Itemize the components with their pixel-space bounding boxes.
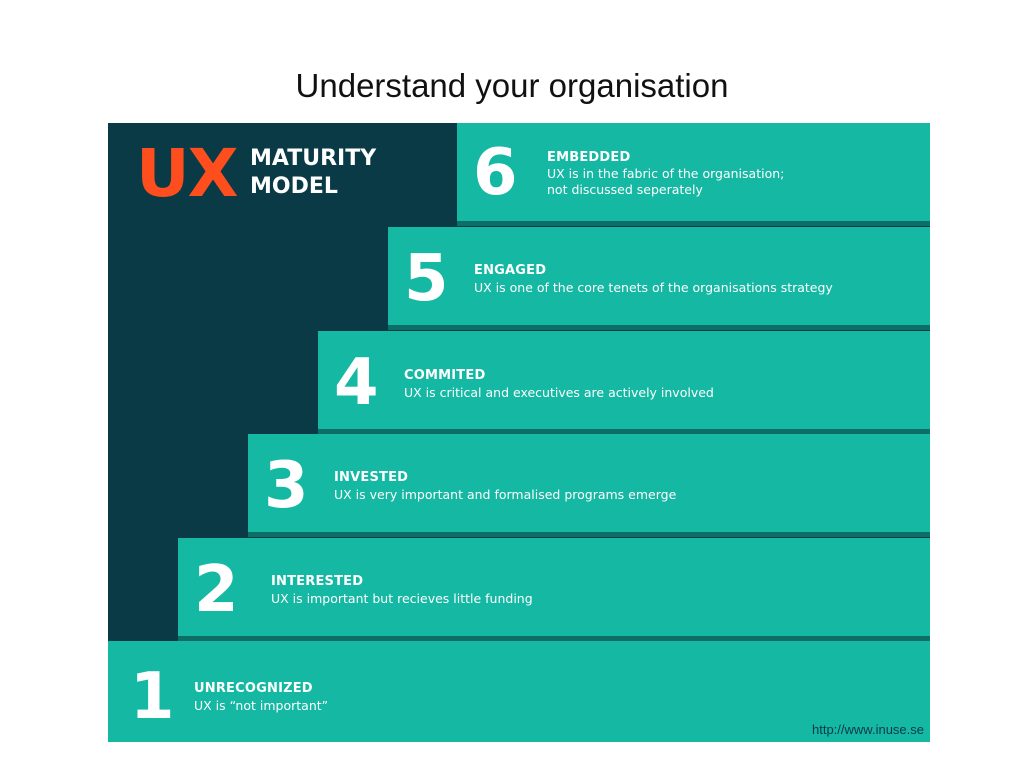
step-2: 2 INTERESTED UX is important but recieve…	[178, 538, 930, 636]
step-1: 1 UNRECOGNIZED UX is “not important” htt…	[108, 641, 930, 742]
step-6-description-line-1: UX is in the fabric of the organisation;	[547, 166, 785, 181]
step-3: 3 INVESTED UX is very important and form…	[248, 434, 930, 532]
step-6-description: UX is in the fabric of the organisation;…	[547, 166, 784, 198]
logo-title-line-1: MATURITY	[250, 146, 377, 171]
step-3-description: UX is very important and formalised prog…	[334, 487, 677, 502]
step-2-description: UX is important but recieves little fund…	[271, 591, 533, 606]
logo-title-line-2: MODEL	[250, 174, 338, 199]
step-5-edge	[388, 325, 930, 330]
step-2-number: 2	[194, 553, 239, 627]
step-6-number: 6	[473, 136, 518, 210]
source-url: http://www.inuse.se	[812, 722, 924, 737]
step-5-description: UX is one of the core tenets of the orga…	[474, 280, 833, 295]
step-6-edge	[457, 221, 930, 226]
slide-title: Understand your organisation	[295, 67, 729, 104]
step-6: 6 EMBEDDED UX is in the fabric of the or…	[457, 123, 930, 221]
step-3-number: 3	[264, 449, 309, 523]
step-4: 4 COMMITED UX is critical and executives…	[318, 331, 930, 429]
step-5-name: ENGAGED	[474, 263, 547, 278]
step-4-edge	[318, 429, 930, 434]
logo-title: MATURITY MODEL	[250, 145, 376, 201]
step-5: 5 ENGAGED UX is one of the core tenets o…	[388, 227, 930, 325]
step-1-name: UNRECOGNIZED	[194, 681, 313, 696]
step-1-description: UX is “not important”	[194, 698, 329, 713]
ux-maturity-model-diagram: UX MATURITY MODEL 6 EMBEDDED UX is in th…	[108, 123, 930, 742]
step-4-number: 4	[334, 346, 379, 420]
step-2-name: INTERESTED	[271, 574, 364, 589]
step-4-description: UX is critical and executives are active…	[404, 385, 714, 400]
step-3-edge	[248, 532, 930, 537]
step-2-edge	[178, 636, 930, 641]
step-5-number: 5	[404, 242, 449, 316]
step-6-description-line-2: not discussed seperately	[547, 182, 703, 197]
step-3-name: INVESTED	[334, 470, 409, 485]
step-6-name: EMBEDDED	[547, 150, 631, 165]
step-4-name: COMMITED	[404, 368, 486, 383]
logo-ux: UX	[136, 135, 238, 212]
step-1-number: 1	[130, 660, 175, 734]
